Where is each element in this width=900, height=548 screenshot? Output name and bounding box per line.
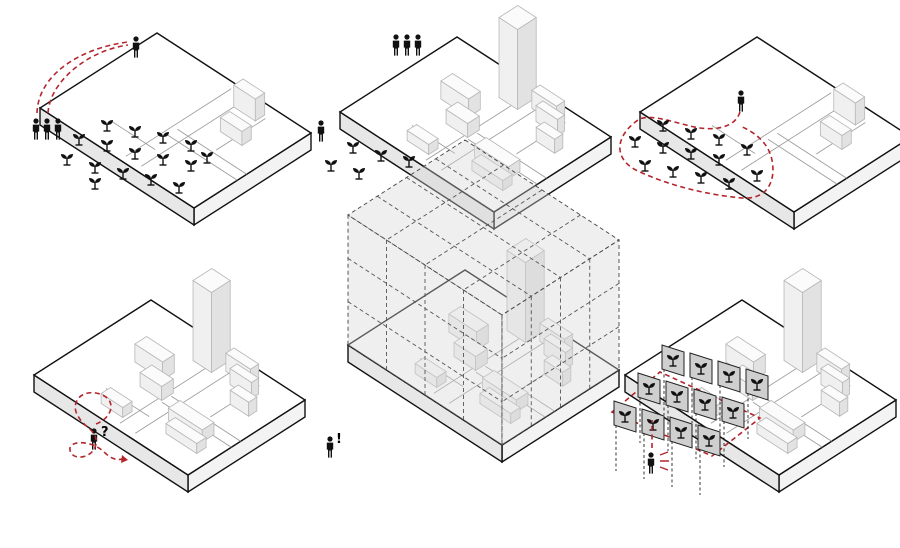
crowd-person-icon-2-2: [415, 34, 421, 55]
plate-top-0: [40, 33, 311, 208]
crowd-person-icon-1-1: [44, 118, 50, 139]
exclamation-mark: !: [336, 432, 342, 447]
plant-sprout-icon-1-9: [61, 154, 73, 165]
single-person-icon-6: [648, 452, 654, 473]
single-person-icon-2: [318, 120, 324, 141]
plant-sprout-icon-2-0: [347, 142, 359, 153]
crowd-person-icon-2-0: [393, 34, 399, 55]
plant-sprout-icon-3-8: [639, 160, 651, 171]
panel-1: [33, 33, 311, 225]
plant-sprout-icon-3-9: [667, 166, 679, 177]
tower-building-3: [193, 269, 230, 373]
panel-6: [612, 269, 896, 496]
question-mark: ?: [101, 425, 109, 440]
tower-building-1-front: [499, 18, 517, 110]
tower-building-5: [784, 269, 821, 373]
plant-sprout-icon-2-4: [353, 168, 365, 179]
tower-building-3-front: [193, 281, 211, 373]
plant-sprout-icon-3-3: [629, 136, 641, 147]
route-arrowhead-4: [121, 455, 128, 463]
plant-sprout-icon-2-3: [325, 160, 337, 171]
tower-building-1: [499, 6, 536, 110]
plant-sprout-icon-1-10: [89, 162, 101, 173]
panel-4: [34, 269, 305, 493]
crowd-person-icon-1-0: [33, 118, 39, 139]
crowd-person-icon-2-1: [404, 34, 410, 55]
single-person-icon-5: [327, 436, 333, 457]
tower-building-5-front: [784, 281, 802, 373]
voice-lines-6: [660, 452, 669, 470]
panel-3: [620, 37, 900, 229]
plant-sprout-icon-3-10: [695, 172, 707, 183]
panel-5: [327, 140, 619, 462]
plant-sprout-icon-1-15: [89, 178, 101, 189]
